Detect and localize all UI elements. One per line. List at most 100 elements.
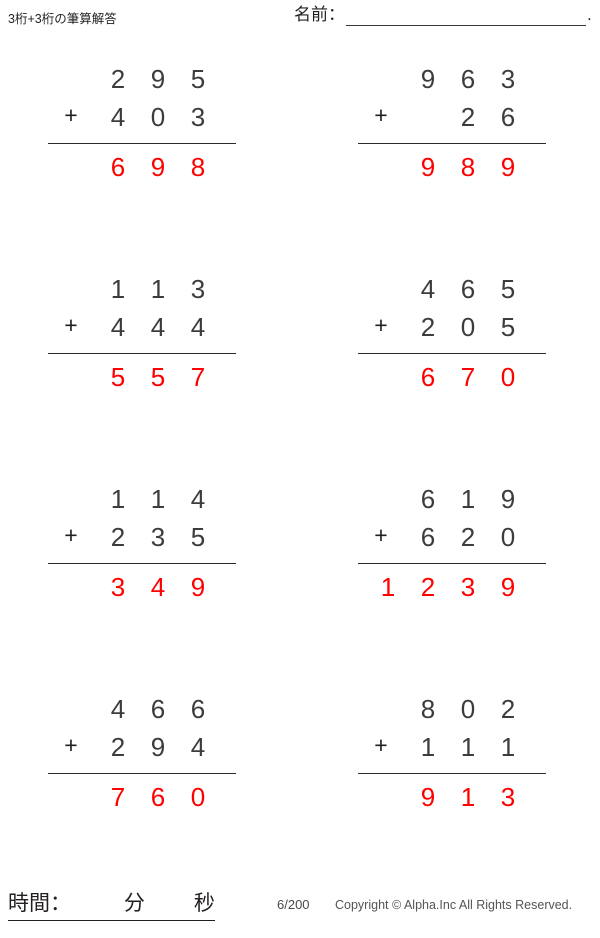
- digit: 3: [110, 572, 126, 602]
- digit: 8: [420, 694, 436, 724]
- digit: 4: [190, 732, 206, 762]
- digit: 6: [110, 152, 126, 182]
- digit: 6: [420, 522, 436, 552]
- digit: 5: [190, 64, 206, 94]
- digit: 1: [420, 732, 436, 762]
- digit: 3: [500, 782, 516, 812]
- digit: 1: [500, 732, 516, 762]
- digit: 9: [500, 572, 516, 602]
- name-field: 名前： .: [294, 4, 592, 26]
- digit: 6: [190, 694, 206, 724]
- sum-rule: [358, 353, 546, 354]
- digit: 0: [460, 312, 476, 342]
- digit: 5: [190, 522, 206, 552]
- plus-operator: +: [64, 732, 78, 758]
- digit: 7: [190, 362, 206, 392]
- page-title: 3桁+3桁の筆算解答: [8, 12, 117, 26]
- digit: 1: [460, 484, 476, 514]
- digit: 0: [150, 102, 166, 132]
- digit: 9: [150, 64, 166, 94]
- sum-rule: [358, 563, 546, 564]
- digit: 9: [500, 484, 516, 514]
- time-field: 時間： 分 秒: [8, 890, 215, 921]
- digit: 2: [460, 522, 476, 552]
- digit: 8: [460, 152, 476, 182]
- time-field-label: 時間：: [8, 892, 71, 915]
- digit: 9: [420, 152, 436, 182]
- digit: 3: [190, 102, 206, 132]
- digit: 4: [110, 312, 126, 342]
- digit: 3: [190, 274, 206, 304]
- digit: 4: [150, 312, 166, 342]
- digit: 2: [110, 64, 126, 94]
- digit: 0: [460, 694, 476, 724]
- digit: 7: [110, 782, 126, 812]
- digit: 9: [420, 782, 436, 812]
- name-input[interactable]: [346, 6, 586, 26]
- page-header: 3桁+3桁の筆算解答 名前： .: [0, 0, 600, 40]
- digit: 1: [380, 572, 396, 602]
- digit: 6: [500, 102, 516, 132]
- digit: 4: [110, 102, 126, 132]
- digit: 9: [150, 152, 166, 182]
- digit: 2: [110, 732, 126, 762]
- digit: 2: [460, 102, 476, 132]
- digit: 9: [420, 64, 436, 94]
- time-seconds-unit: 秒: [193, 892, 215, 915]
- digit: 4: [150, 572, 166, 602]
- plus-operator: +: [374, 522, 388, 548]
- digit: 1: [150, 484, 166, 514]
- plus-operator: +: [374, 312, 388, 338]
- digit: 6: [460, 274, 476, 304]
- digit: 6: [420, 362, 436, 392]
- digit: 5: [110, 362, 126, 392]
- digit: 9: [190, 572, 206, 602]
- digit: 0: [500, 362, 516, 392]
- digit: 5: [500, 274, 516, 304]
- sum-rule: [358, 143, 546, 144]
- digit: 0: [500, 522, 516, 552]
- time-minutes-unit: 分: [123, 892, 145, 915]
- digit: 4: [190, 484, 206, 514]
- digit: 6: [150, 694, 166, 724]
- digit: 9: [500, 152, 516, 182]
- page-number: 6/200: [277, 897, 310, 912]
- digit: 3: [150, 522, 166, 552]
- digit: 1: [150, 274, 166, 304]
- digit: 1: [110, 274, 126, 304]
- plus-operator: +: [374, 732, 388, 758]
- digit: 6: [420, 484, 436, 514]
- digit: 1: [460, 782, 476, 812]
- digit: 6: [150, 782, 166, 812]
- sum-rule: [48, 143, 236, 144]
- digit: 4: [190, 312, 206, 342]
- name-field-label: 名前：: [294, 5, 345, 24]
